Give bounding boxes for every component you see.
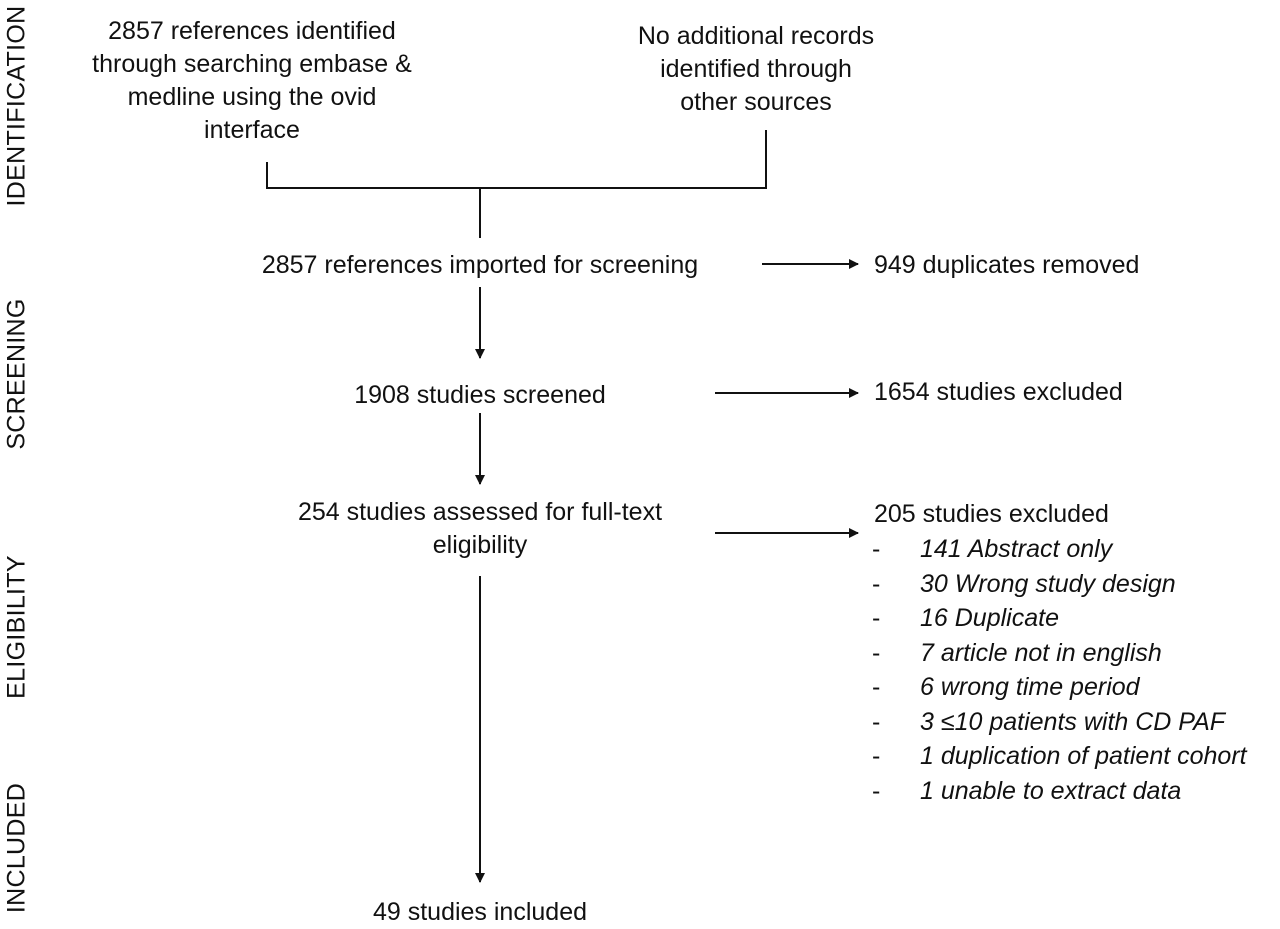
database-search-line-1: 2857 references identified [108, 17, 396, 45]
exclusion-reason-text: 3 ≤10 patients with CD PAF [920, 707, 1226, 736]
other-sources-line-2: identified through [660, 55, 852, 83]
list-bullet: - [872, 742, 881, 770]
exclusion-reason-text: 16 Duplicate [920, 604, 1059, 632]
merge-bracket [266, 130, 767, 189]
database-search-line-2: through searching embase & [92, 50, 412, 78]
studies-included: 49 studies included [372, 898, 588, 926]
exclusion-reason-text: 1 unable to extract data [920, 776, 1182, 805]
exclusion-reason-text: 6 wrong time period [920, 673, 1140, 701]
exclusion-reason-text: 7 article not in english [920, 638, 1162, 667]
studies-excluded-screening: 1654 studies excluded [874, 378, 1123, 406]
full-text-assessed-line-2: eligibility [432, 531, 528, 559]
other-sources-box: No additional records identified through… [596, 20, 916, 119]
exclusion-reason-text: 1 duplication of patient cohort [920, 742, 1247, 770]
database-search-line-3: medline using the ovid [127, 83, 377, 111]
database-search-line-4: interface [204, 116, 300, 144]
studies-screened: 1908 studies screened [354, 381, 606, 409]
full-text-excluded-title: 205 studies excluded [874, 500, 1109, 528]
other-sources-line-1: No additional records [637, 22, 875, 50]
imported-for-screening: 2857 references imported for screening [261, 251, 699, 279]
list-bullet: - [872, 776, 881, 805]
exclusion-reason-text: 30 Wrong study design [920, 569, 1176, 598]
list-bullet: - [872, 604, 881, 632]
database-search-box: 2857 references identified through searc… [72, 15, 432, 147]
full-text-assessed-box: 254 studies assessed for full-text eligi… [240, 496, 720, 562]
full-text-assessed-line-1: 254 studies assessed for full-text [297, 498, 663, 526]
other-sources-line-3: other sources [680, 88, 832, 116]
duplicates-removed: 949 duplicates removed [874, 251, 1140, 279]
list-bullet: - [872, 707, 881, 736]
list-bullet: - [872, 638, 881, 667]
list-bullet: - [872, 535, 881, 563]
exclusion-reason-text: 141 Abstract only [920, 535, 1113, 563]
list-bullet: - [872, 673, 881, 701]
list-bullet: - [872, 569, 881, 598]
